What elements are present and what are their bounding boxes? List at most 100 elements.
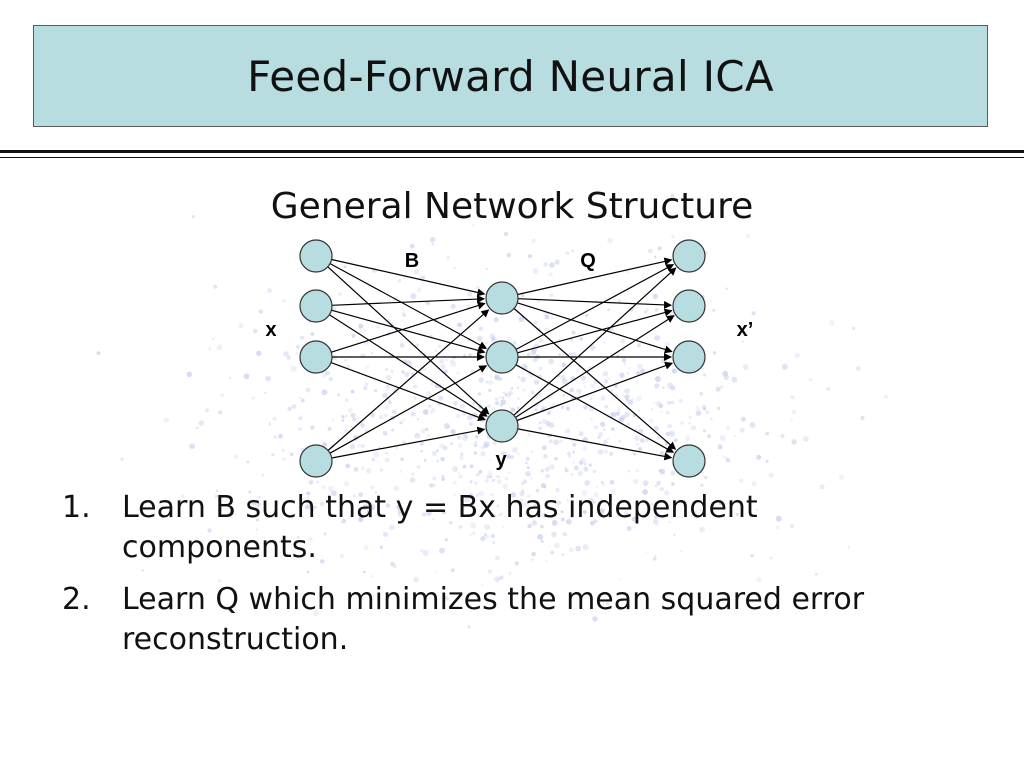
texture-dot (392, 564, 397, 569)
texture-dot (510, 492, 517, 498)
texture-dot (450, 303, 456, 310)
texture-dot (486, 474, 492, 479)
texture-dot (490, 375, 493, 378)
texture-dot (860, 415, 865, 420)
texture-dot (775, 525, 780, 530)
texture-dot (359, 422, 365, 427)
input-node (299, 340, 333, 374)
texture-dot (478, 326, 483, 331)
texture-dot (618, 578, 621, 581)
texture-dot (546, 474, 550, 478)
texture-dot (440, 457, 445, 462)
connection-arrow (331, 309, 486, 355)
texture-dot (425, 390, 432, 397)
texture-dot (384, 457, 390, 463)
texture-dot (349, 443, 356, 450)
texture-dot (582, 381, 585, 384)
list-number: 2. (62, 582, 91, 617)
texture-dot (549, 262, 555, 269)
texture-dot (756, 576, 762, 583)
texture-dot (409, 477, 416, 483)
texture-dot (530, 524, 533, 527)
steps-list: 1. Learn B such that y = Bx has independ… (62, 488, 962, 672)
texture-dot (537, 534, 544, 540)
texture-dot (532, 268, 539, 275)
texture-dot (566, 498, 570, 502)
texture-dot (456, 371, 460, 375)
texture-dot (647, 248, 653, 254)
texture-dot (345, 414, 348, 418)
texture-dot (642, 480, 649, 486)
texture-dot (695, 410, 702, 416)
list-number: 1. (62, 490, 91, 525)
texture-dot (217, 579, 222, 583)
hidden-node (485, 340, 519, 374)
texture-dot (506, 252, 512, 258)
texture-dot (615, 411, 620, 416)
texture-dot (628, 367, 632, 370)
texture-dot (650, 502, 654, 507)
texture-dot (626, 526, 632, 531)
texture-dot (370, 412, 375, 418)
texture-dot (603, 428, 606, 431)
texture-dot (409, 243, 415, 249)
texture-dot (485, 267, 489, 271)
texture-dot (365, 510, 370, 515)
texture-dot (331, 490, 337, 496)
texture-dot (524, 365, 529, 370)
connection-arrow (513, 267, 677, 416)
texture-dot (592, 616, 598, 622)
texture-dot (654, 515, 658, 519)
texture-dot (498, 463, 504, 469)
texture-dot (561, 378, 568, 384)
texture-dot (617, 299, 622, 303)
texture-dot (710, 299, 712, 302)
texture-dot (500, 451, 505, 456)
texture-dot (791, 395, 795, 400)
texture-dot (659, 486, 664, 492)
texture-dot (655, 523, 659, 526)
texture-dot (540, 482, 547, 489)
texture-dot (642, 489, 648, 495)
texture-dot (637, 363, 643, 370)
texture-dot (280, 537, 286, 543)
texture-dot (358, 492, 363, 498)
texture-dot (379, 468, 383, 472)
texture-dot (295, 344, 301, 350)
texture-dot (429, 483, 434, 488)
texture-dot (313, 610, 319, 617)
texture-dot (483, 533, 487, 537)
texture-dot (475, 493, 480, 497)
texture-dot (305, 387, 311, 393)
texture-dot (670, 193, 675, 199)
texture-dot (413, 269, 419, 275)
connection-arrow (517, 428, 673, 461)
texture-dot (765, 459, 769, 463)
texture-dot (622, 348, 625, 352)
texture-dot (481, 583, 484, 587)
texture-dot (364, 382, 369, 387)
texture-dot (468, 494, 474, 499)
texture-dot (491, 337, 497, 343)
texture-dot (705, 410, 710, 415)
texture-dot (506, 402, 509, 405)
texture-dot (261, 473, 265, 477)
texture-dot (460, 452, 464, 457)
texture-dot (521, 502, 528, 508)
texture-dot (781, 363, 788, 370)
texture-dot (484, 479, 489, 483)
texture-dot (441, 477, 445, 482)
texture-dot (637, 343, 641, 348)
texture-dot (493, 317, 499, 323)
texture-dot (522, 388, 526, 392)
texture-dot (120, 457, 124, 461)
texture-dot (560, 517, 565, 522)
texture-dot (819, 484, 825, 490)
texture-dot (521, 588, 524, 591)
texture-dot (576, 388, 582, 394)
texture-dot (527, 432, 532, 437)
texture-dot (422, 409, 429, 415)
texture-dot (344, 359, 348, 362)
texture-dot (637, 409, 640, 412)
